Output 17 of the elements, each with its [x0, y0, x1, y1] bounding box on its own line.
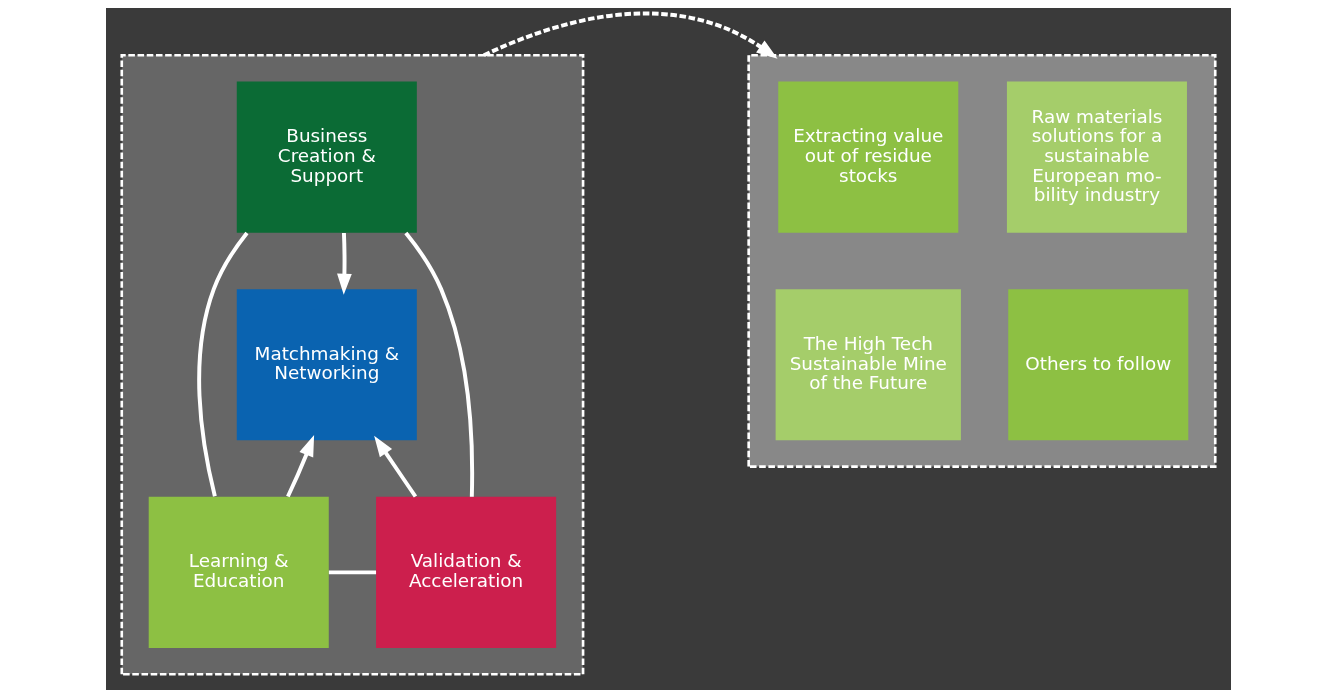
node-box: Matchmaking & Networking [236, 289, 417, 441]
connector [403, 231, 474, 497]
cluster [746, 53, 1217, 468]
node-box: Others to follow [1007, 289, 1188, 441]
node-box: Extracting value out of residue stocks [777, 81, 958, 233]
arrow [373, 435, 417, 498]
node-box: Business Creation & Support [236, 81, 417, 233]
arrow [285, 435, 314, 498]
arrow [336, 232, 352, 295]
node-box: Learning & Education [148, 496, 329, 648]
node-box: Validation & Acceleration [375, 496, 556, 648]
node-box: Raw materials solutions for a sustainable European mo- bility industry [1006, 81, 1187, 233]
node-box: The High Tech Sustainable Mine of the Future [775, 289, 961, 441]
connector [328, 570, 376, 575]
arrow [482, 11, 778, 59]
cluster [119, 53, 584, 676]
connector [196, 231, 248, 497]
